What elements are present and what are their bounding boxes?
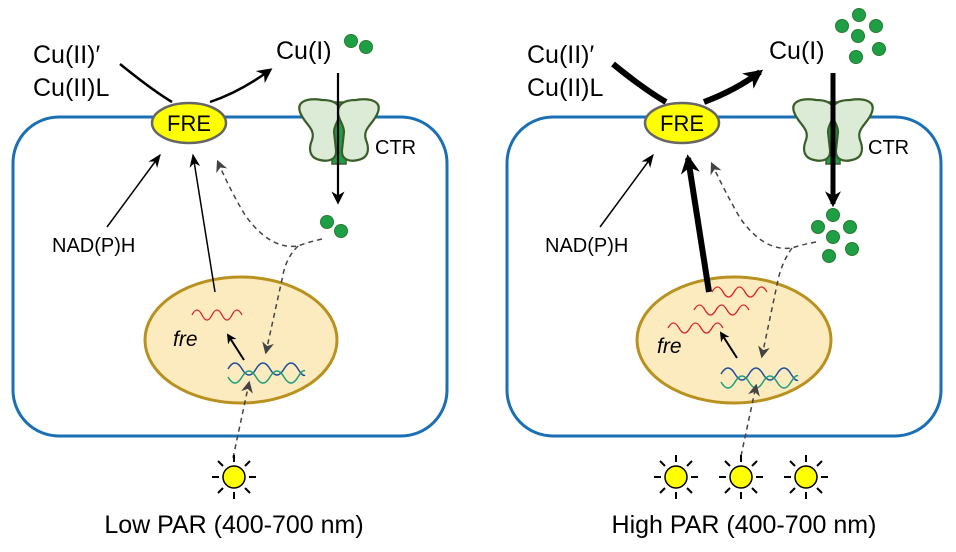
dashed-light-signal: [740, 383, 760, 457]
gene-label: fre: [173, 328, 198, 351]
dashed-signal-to-dna: [262, 245, 299, 355]
ctr-label: CTR: [868, 137, 909, 159]
reduction-arrow: [209, 68, 273, 104]
dashed-light-signal: [232, 380, 253, 459]
substrate-arrow: [119, 63, 173, 104]
caption-high-par: High PAR (400-700 nm): [612, 511, 877, 539]
panel-high-par: CTR FRE NAD(P)H fre: [505, 8, 943, 539]
substrate-label-cu2-ligand: Cu(II)L: [527, 74, 604, 102]
nadph-label: NAD(P)H: [52, 235, 135, 257]
fre-enzyme: [150, 101, 228, 145]
fre-label: FRE: [167, 111, 211, 136]
cell-membrane: [11, 115, 449, 438]
panel-low-par: CTR FRE NAD(P)H fre: [11, 34, 449, 539]
substrate-label-cu2-prime: Cu(II)′: [33, 41, 101, 69]
sun-icons: [654, 455, 828, 499]
gene-label: fre: [657, 335, 682, 358]
caption-low-par: Low PAR (400-700 nm): [104, 511, 363, 539]
fre-enzyme: [643, 101, 721, 145]
dashed-signal-to-dna: [758, 247, 793, 359]
intracellular-copper: [811, 208, 859, 263]
reduction-arrow: [702, 69, 764, 105]
nucleus: [635, 275, 833, 405]
ctr-label: CTR: [375, 137, 416, 159]
translation-arrow: [189, 153, 216, 293]
sun-icon: [212, 455, 256, 499]
sun-icon: [654, 455, 698, 499]
dashed-signal-to-fre: [710, 161, 817, 250]
substrate-label-cu2-ligand: Cu(II)L: [33, 74, 110, 102]
substrate-label-cu2-prime: Cu(II)′: [527, 41, 595, 69]
intracellular-copper: [320, 215, 348, 238]
extracellular-copper: [835, 8, 886, 64]
dna-double-helix: [720, 367, 799, 389]
translation-arrow: [680, 154, 712, 293]
cell-membrane: [505, 115, 943, 438]
sun-icon: [784, 455, 828, 499]
nadph-label: NAD(P)H: [545, 235, 628, 257]
nucleus: [143, 275, 339, 405]
nadph-arrow: [106, 153, 161, 228]
nadph-arrow: [599, 153, 654, 228]
product-label-cu1: Cu(I): [769, 37, 825, 65]
substrate-arrow: [611, 61, 668, 105]
mrna-transcript: [191, 309, 243, 321]
fre-label: FRE: [660, 111, 704, 136]
sun-icon: [719, 455, 763, 499]
transcription-arrow: [226, 333, 245, 361]
mrna-transcripts: [667, 286, 768, 334]
dna-double-helix: [227, 362, 306, 384]
transcription-arrow: [719, 331, 738, 359]
extracellular-copper: [344, 34, 373, 54]
dashed-signal-to-fre: [216, 159, 323, 248]
product-label-cu1: Cu(I): [276, 37, 332, 65]
